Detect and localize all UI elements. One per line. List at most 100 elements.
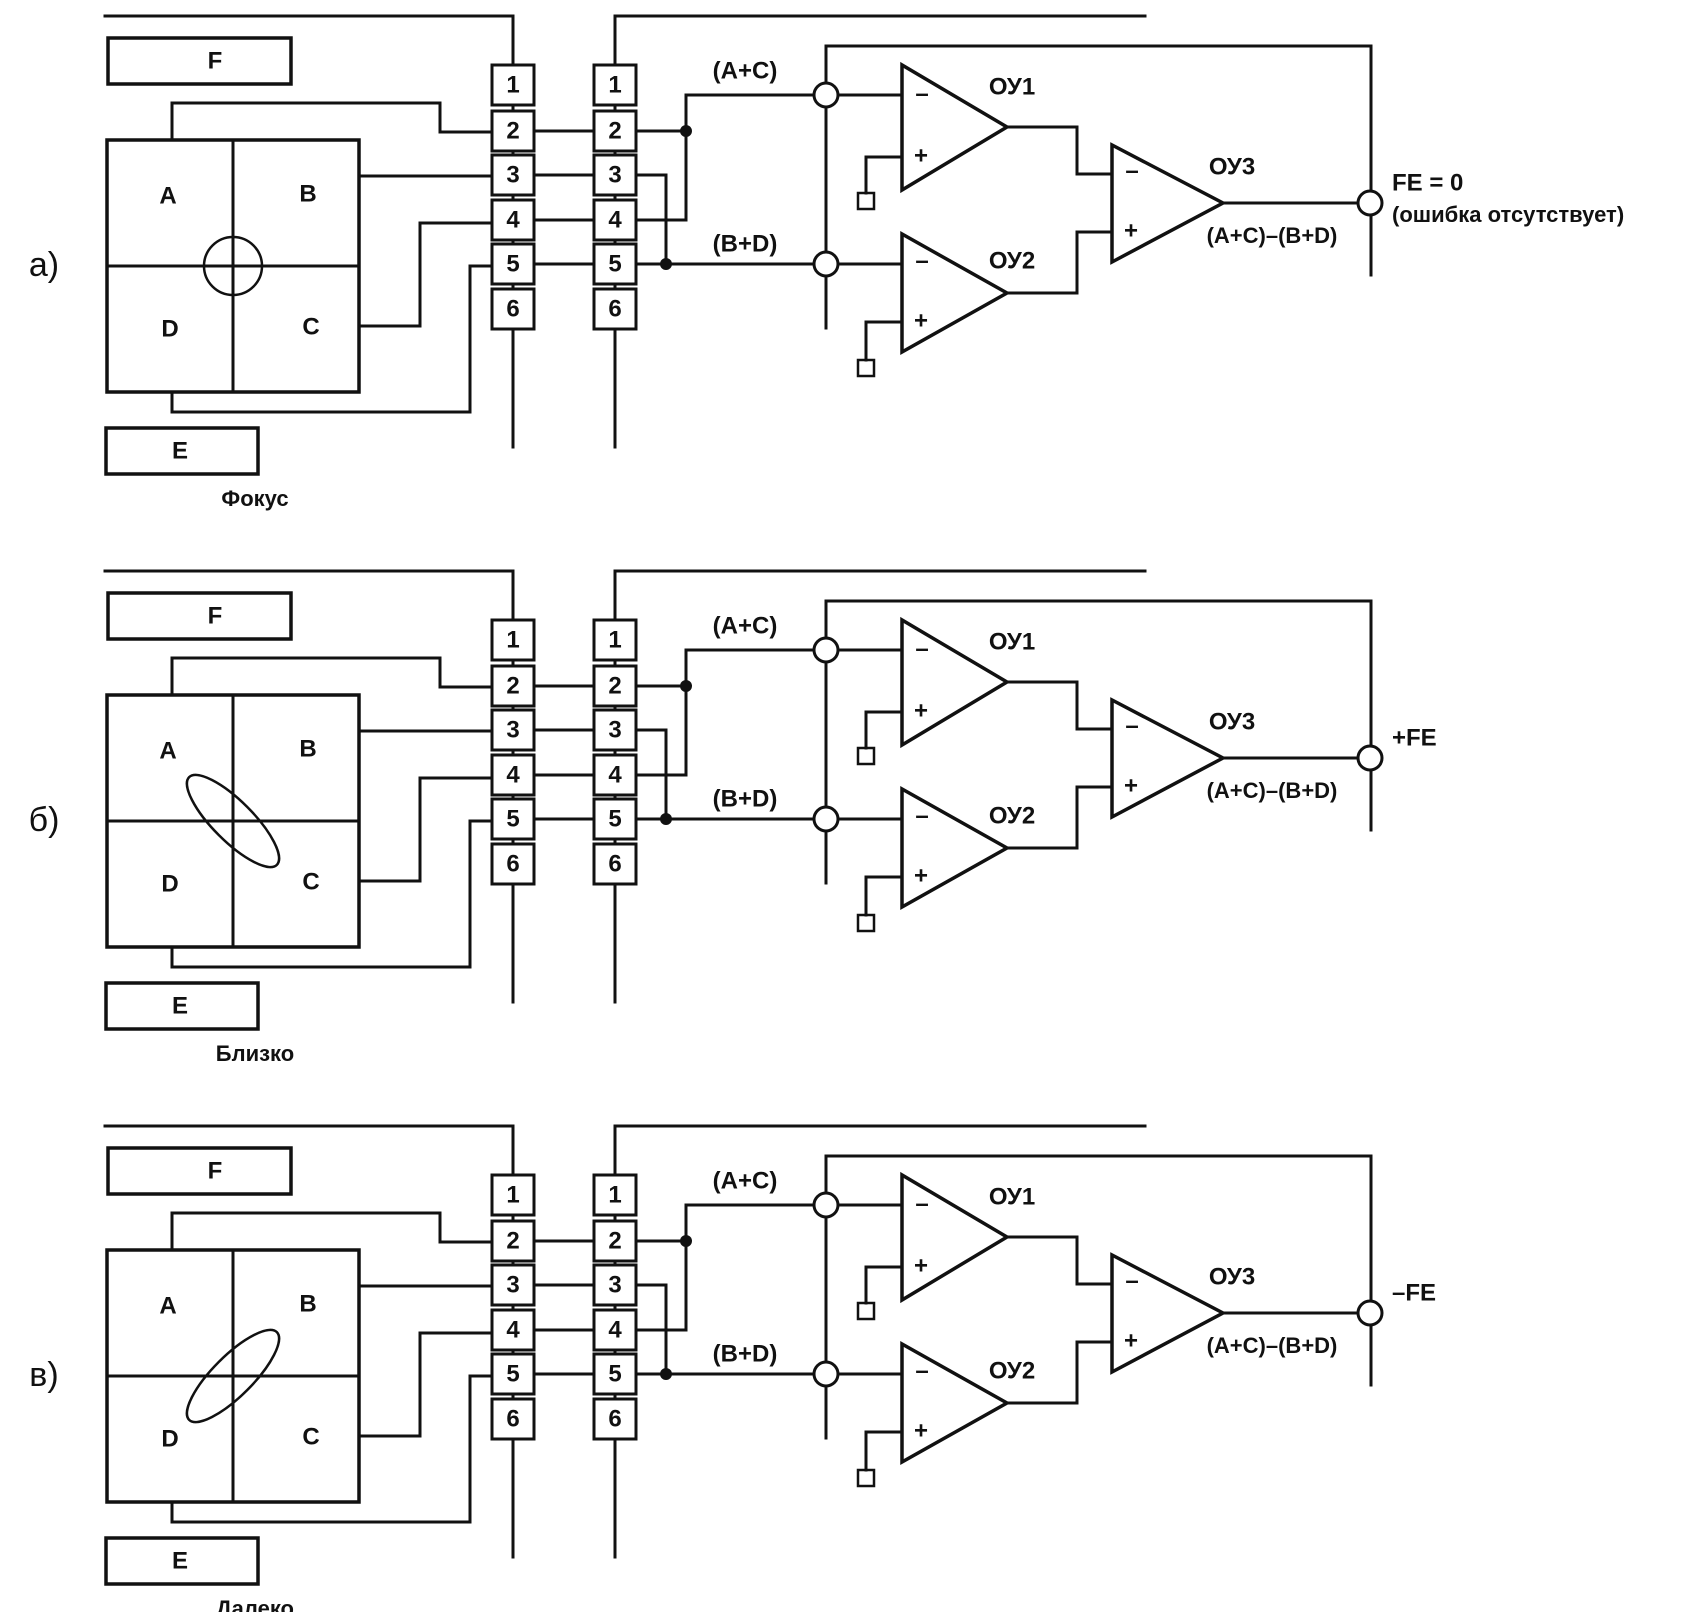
connector-left-pin-5	[490, 1352, 536, 1396]
junction-ac	[680, 680, 692, 692]
wire-c-to-pin4	[357, 776, 494, 883]
connector-left-pin-label: 4	[506, 206, 520, 233]
connector-left-pin-1	[490, 618, 536, 662]
amp3-label: ОУ3	[1209, 153, 1255, 180]
wire-pin3-sum-bd	[634, 173, 668, 266]
amp3-triangle	[1110, 697, 1227, 820]
junction-bd	[660, 258, 672, 270]
amp2-label: ОУ2	[989, 802, 1035, 829]
connector-left-pin-3	[490, 1263, 536, 1307]
bus-right-wire	[613, 569, 1147, 1004]
connector-left-pin-label: 6	[506, 850, 519, 877]
wire-sum-ac	[684, 648, 828, 688]
wire-pin4-sum-ac	[634, 684, 688, 777]
amp2-label: ОУ2	[989, 1357, 1035, 1384]
amp3-minus-label: –	[1125, 157, 1138, 184]
quadrant-d-label: D	[161, 870, 178, 897]
amp2-triangle	[900, 1341, 1011, 1465]
sum-bd-label: (B+D)	[713, 785, 778, 812]
sensor-e	[104, 426, 260, 476]
frame-wire	[824, 44, 1373, 330]
quadrant-c-label: C	[302, 1423, 319, 1450]
quadrant-b-label: B	[299, 735, 316, 762]
panel-letter: а)	[29, 246, 59, 284]
connector-right-pin-label: 6	[608, 295, 621, 322]
connector-right-pin-1	[592, 1173, 638, 1217]
node-ac	[812, 81, 840, 109]
connector-right-pin-5	[592, 242, 638, 286]
connector-left-pin-label: 6	[506, 1405, 519, 1432]
connector-right-pin-label: 3	[608, 716, 621, 743]
bus-right-wire	[613, 14, 1147, 449]
quadrant-d-label: D	[161, 315, 178, 342]
quadrant-d-label: D	[161, 1425, 178, 1452]
connector-right-pin-label: 3	[608, 1271, 621, 1298]
junction-bd	[660, 1368, 672, 1380]
connector-left-pin-1	[490, 1173, 536, 1217]
connector-right-pin-3	[592, 153, 638, 197]
amp1-triangle	[900, 1171, 1011, 1304]
wire-amp1-to-amp3	[1005, 680, 1114, 731]
connector-left-pin-label: 4	[506, 1316, 520, 1343]
connector-right-pin-2	[592, 109, 638, 153]
connector-left-pin-5	[490, 797, 536, 841]
amp2-minus-label: –	[915, 802, 928, 829]
connector-right-pin-label: 4	[608, 1316, 622, 1343]
connector-left-pin-label: 2	[506, 672, 519, 699]
quadrant-c-label: C	[302, 868, 319, 895]
amp2-ground	[856, 913, 876, 933]
amp2-ground	[856, 358, 876, 378]
connector-right-pin-label: 5	[608, 1360, 621, 1387]
amp3-minus-label: –	[1125, 1267, 1138, 1294]
amp1-plus-label: +	[914, 142, 928, 169]
node-bd	[812, 1360, 840, 1388]
output-node	[1356, 1299, 1384, 1327]
connector-right-pin-label: 2	[608, 672, 621, 699]
amp2-minus-label: –	[915, 1357, 928, 1384]
wire-amp2-to-amp3	[1005, 1340, 1114, 1405]
connector-left-pin-label: 3	[506, 716, 519, 743]
node-bd	[812, 805, 840, 833]
connector-left-pin-1	[490, 63, 536, 107]
wire-a-to-pin2	[170, 1211, 494, 1252]
connector-right-pin-label: 6	[608, 1405, 621, 1432]
connector-right-pin-label: 5	[608, 805, 621, 832]
wire-sum-ac	[684, 93, 828, 133]
sensor-f	[106, 36, 293, 86]
amp3-triangle	[1110, 1252, 1227, 1375]
sum-bd-label: (B+D)	[713, 1340, 778, 1367]
output-note: (ошибка отсутствует)	[1392, 202, 1624, 227]
node-bd	[812, 250, 840, 278]
connector-right-pin-label: 3	[608, 161, 621, 188]
wire-d-to-pin5	[170, 264, 494, 414]
sensor-e-label: E	[172, 1547, 188, 1574]
wire-pin3-sum-bd	[634, 1283, 668, 1376]
amp2-minus-label: –	[915, 247, 928, 274]
sum-bd-label: (B+D)	[713, 230, 778, 257]
amp1-triangle	[900, 616, 1011, 749]
sensor-f-label: F	[208, 1157, 223, 1184]
connector-left-pin-label: 1	[506, 71, 519, 98]
connector-right-pin-label: 2	[608, 117, 621, 144]
junction-ac	[680, 125, 692, 137]
amp2-ref-wire	[864, 875, 904, 917]
connector-left-pin-3	[490, 708, 536, 752]
amp1-minus-label: –	[915, 1190, 928, 1217]
amp2-ref-wire	[864, 320, 904, 362]
light-spot-circle	[202, 235, 264, 297]
sensor-e-label: E	[172, 437, 188, 464]
quadrant-a-label: A	[159, 1292, 176, 1319]
sensor-f-label: F	[208, 602, 223, 629]
sum-ac-label: (A+C)	[713, 612, 778, 639]
output-node	[1356, 744, 1384, 772]
connector-left-pin-label: 2	[506, 1227, 519, 1254]
connector-left-pin-6	[490, 287, 536, 331]
amp1-label: ОУ1	[989, 1183, 1035, 1210]
wire-c-to-pin4	[357, 221, 494, 328]
wire-a-to-pin2	[170, 101, 494, 142]
wire-a-to-pin2	[170, 656, 494, 697]
connector-right-pin-1	[592, 618, 638, 662]
wire-c-to-pin4	[357, 1331, 494, 1438]
